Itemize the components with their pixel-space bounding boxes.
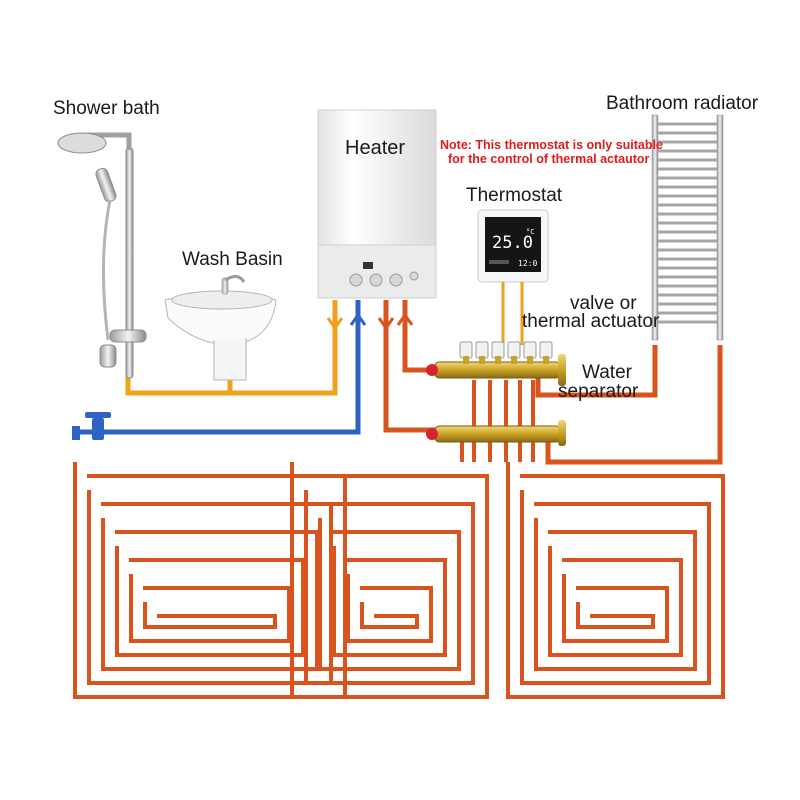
thermal-actuator: [507, 341, 521, 364]
floor-loop-3: [506, 462, 725, 699]
hot-water-pipes: [383, 300, 723, 465]
note-line-1: Note: This thermostat is only suitable: [440, 138, 663, 152]
manifold-icon: [426, 354, 566, 446]
towel-radiator-icon: [651, 114, 724, 341]
underfloor-heating-loops: [73, 462, 725, 699]
flow-arrows: [326, 312, 414, 331]
heater-label: Heater: [345, 137, 406, 159]
thermal-actuator: [523, 341, 537, 364]
note-line-2: for the control of thermal actautor: [448, 152, 650, 166]
thermostat-time: 12:0: [518, 259, 537, 268]
wash-basin-label: Wash Basin: [182, 249, 283, 270]
boiler-icon: [317, 109, 437, 299]
cold-water-pipe: [78, 300, 361, 435]
thermostat-icon: 25.0 °C 12:0: [477, 209, 549, 345]
thermal-actuator: [491, 341, 505, 364]
shower-icon: [57, 132, 147, 379]
thermostat-temperature: 25.0: [492, 233, 533, 253]
thermal-actuators: [459, 341, 553, 364]
separator-label-2: separator: [558, 381, 639, 402]
thermal-actuator: [459, 341, 473, 364]
valve-label-2: thermal actuator: [522, 311, 660, 332]
thermal-actuator: [539, 341, 553, 364]
shower-label: Shower bath: [53, 98, 160, 119]
floor-loop-2: [290, 462, 489, 699]
wash-basin-icon: [164, 275, 277, 381]
radiator-label: Bathroom radiator: [606, 93, 759, 114]
separator-label-1: Water: [582, 362, 632, 383]
valve-label-1: valve or: [570, 293, 637, 314]
thermostat-label: Thermostat: [466, 185, 563, 206]
water-tap-icon: [72, 412, 111, 440]
thermal-actuator: [475, 341, 489, 364]
thermostat-unit: °C: [526, 228, 534, 236]
